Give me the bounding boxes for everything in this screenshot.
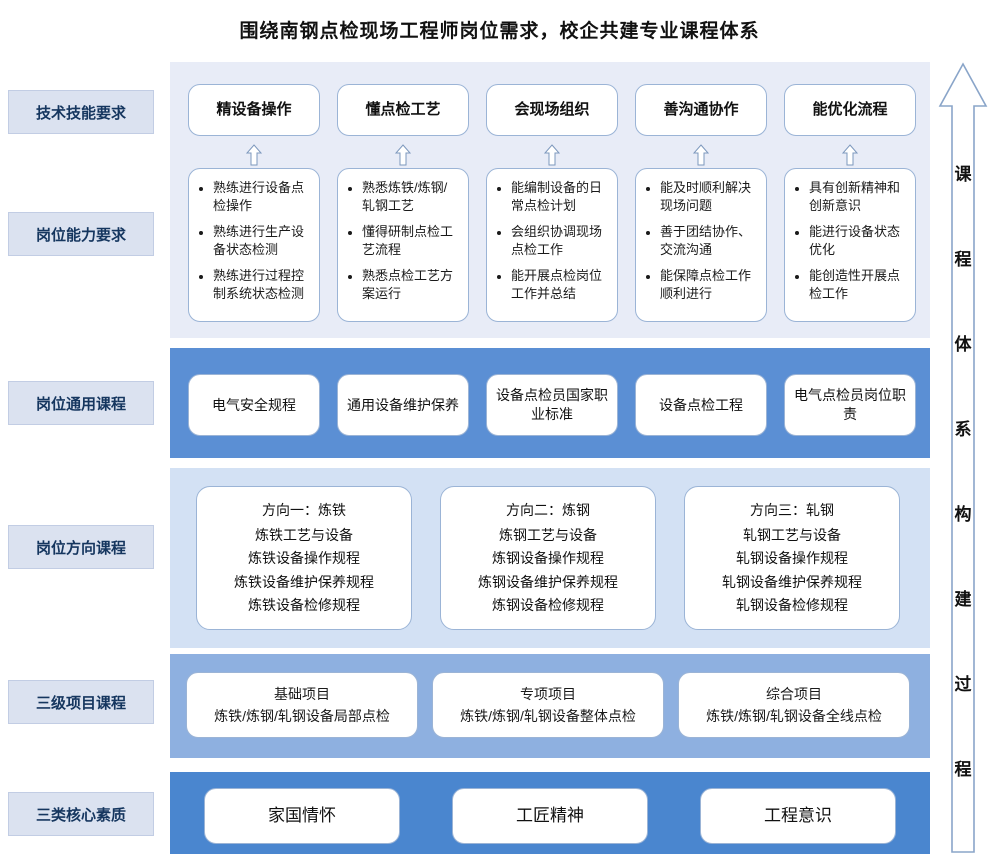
project-course-sub-2: 炼铁/炼钢/轧钢设备整体点检 [460, 708, 636, 724]
general-course-card-2[interactable]: 通用设备维护保养 [337, 374, 469, 436]
general-course-card-1[interactable]: 电气安全规程 [188, 374, 320, 436]
tech-skill-card-2[interactable]: 懂点检工艺 [337, 84, 469, 136]
direction-course-card-1[interactable]: 方向一：炼铁 炼铁工艺与设备 炼铁设备操作规程 炼铁设备维护保养规程 炼铁设备检… [196, 486, 412, 630]
direction-course-head-1: 方向一：炼铁 [262, 502, 346, 519]
row-label-general-course: 岗位通用课程 [8, 381, 154, 425]
direction-course-card-3[interactable]: 方向三：轧钢 轧钢工艺与设备 轧钢设备操作规程 轧钢设备维护保养规程 轧钢设备检… [684, 486, 900, 630]
row-label-project-course: 三级项目课程 [8, 680, 154, 724]
direction-course-line-2-1: 炼钢工艺与设备 [499, 527, 597, 544]
up-arrow-icon-1 [246, 144, 262, 166]
general-course-card-5[interactable]: 电气点检员岗位职责 [784, 374, 916, 436]
process-char-6: 建 [954, 590, 972, 609]
project-course-head-1: 基础项目 [274, 685, 330, 702]
project-course-card-1[interactable]: 基础项目 炼铁/炼钢/轧钢设备局部点检 [186, 672, 418, 738]
process-char-8: 程 [954, 760, 972, 779]
row-label-job-ability: 岗位能力要求 [8, 212, 154, 256]
project-course-sub-3: 炼铁/炼钢/轧钢设备全线点检 [706, 708, 882, 724]
general-course-card-4[interactable]: 设备点检工程 [635, 374, 767, 436]
direction-course-line-3-1: 轧钢工艺与设备 [743, 527, 841, 544]
direction-course-line-2-4: 炼钢设备检修规程 [492, 596, 604, 613]
core-quality-card-1[interactable]: 家国情怀 [204, 788, 400, 844]
ability-card-2[interactable]: 熟悉炼铁/炼钢/轧钢工艺 懂得研制点检工艺流程 熟悉点检工艺方案运行 [337, 168, 469, 322]
general-course-card-3[interactable]: 设备点检员国家职业标准 [486, 374, 618, 436]
up-arrow-icon-3 [544, 144, 560, 166]
row-label-direction-course: 岗位方向课程 [8, 525, 154, 569]
up-arrow-icon-4 [693, 144, 709, 166]
direction-course-card-2[interactable]: 方向二：炼钢 炼钢工艺与设备 炼钢设备操作规程 炼钢设备维护保养规程 炼钢设备检… [440, 486, 656, 630]
tech-skill-card-3[interactable]: 会现场组织 [486, 84, 618, 136]
page-title: 围绕南钢点检现场工程师岗位需求，校企共建专业课程体系 [239, 21, 760, 42]
ability-list-3: 能编制设备的日常点检计划 会组织协调现场点检工作 能开展点检岗位工作并总结 [495, 179, 609, 304]
process-char-7: 过 [954, 675, 972, 694]
direction-course-line-3-2: 轧钢设备操作规程 [736, 550, 848, 567]
process-char-5: 构 [954, 505, 972, 524]
up-arrow-icon-2 [395, 144, 411, 166]
direction-course-line-1-1: 炼铁工艺与设备 [255, 527, 353, 544]
tech-skill-card-1[interactable]: 精设备操作 [188, 84, 320, 136]
direction-course-line-1-2: 炼铁设备操作规程 [248, 550, 360, 567]
process-arrow-labels: 课 程 体 系 构 建 过 程 [936, 100, 990, 840]
project-course-sub-1: 炼铁/炼钢/轧钢设备局部点检 [214, 708, 390, 724]
process-char-1: 课 [954, 165, 972, 184]
process-char-2: 程 [954, 250, 972, 269]
direction-course-line-3-3: 轧钢设备维护保养规程 [722, 573, 862, 590]
direction-course-line-1-3: 炼铁设备维护保养规程 [234, 573, 374, 590]
core-quality-card-2[interactable]: 工匠精神 [452, 788, 648, 844]
direction-course-line-1-4: 炼铁设备检修规程 [248, 596, 360, 613]
process-arrow-shape [938, 62, 988, 853]
ability-list-4: 能及时顺利解决现场问题 善于团结协作、交流沟通 能保障点检工作顺利进行 [644, 179, 758, 304]
ability-list-1: 熟练进行设备点检操作 熟练进行生产设备状态检测 熟练进行过程控制系统状态检测 [197, 179, 311, 304]
direction-course-line-3-4: 轧钢设备检修规程 [736, 596, 848, 613]
process-char-4: 系 [954, 420, 972, 439]
row-label-tech-skill: 技术技能要求 [8, 90, 154, 134]
ability-list-2: 熟悉炼铁/炼钢/轧钢工艺 懂得研制点检工艺流程 熟悉点检工艺方案运行 [346, 179, 460, 304]
row-label-core-quality: 三类核心素质 [8, 792, 154, 836]
process-char-3: 体 [954, 335, 972, 354]
tech-skill-card-5[interactable]: 能优化流程 [784, 84, 916, 136]
tech-skill-card-4[interactable]: 善沟通协作 [635, 84, 767, 136]
project-course-card-3[interactable]: 综合项目 炼铁/炼钢/轧钢设备全线点检 [678, 672, 910, 738]
direction-course-line-2-3: 炼钢设备维护保养规程 [478, 573, 618, 590]
core-quality-card-3[interactable]: 工程意识 [700, 788, 896, 844]
ability-card-3[interactable]: 能编制设备的日常点检计划 会组织协调现场点检工作 能开展点检岗位工作并总结 [486, 168, 618, 322]
direction-course-head-2: 方向二：炼钢 [506, 502, 590, 519]
project-course-head-3: 综合项目 [766, 685, 822, 702]
up-arrow-icon-5 [842, 144, 858, 166]
ability-card-4[interactable]: 能及时顺利解决现场问题 善于团结协作、交流沟通 能保障点检工作顺利进行 [635, 168, 767, 322]
project-course-head-2: 专项项目 [520, 685, 576, 702]
direction-course-head-3: 方向三：轧钢 [750, 502, 834, 519]
ability-card-5[interactable]: 具有创新精神和创新意识 能进行设备状态优化 能创造性开展点检工作 [784, 168, 916, 322]
ability-card-1[interactable]: 熟练进行设备点检操作 熟练进行生产设备状态检测 熟练进行过程控制系统状态检测 [188, 168, 320, 322]
ability-list-5: 具有创新精神和创新意识 能进行设备状态优化 能创造性开展点检工作 [793, 179, 907, 304]
direction-course-line-2-2: 炼钢设备操作规程 [492, 550, 604, 567]
project-course-card-2[interactable]: 专项项目 炼铁/炼钢/轧钢设备整体点检 [432, 672, 664, 738]
